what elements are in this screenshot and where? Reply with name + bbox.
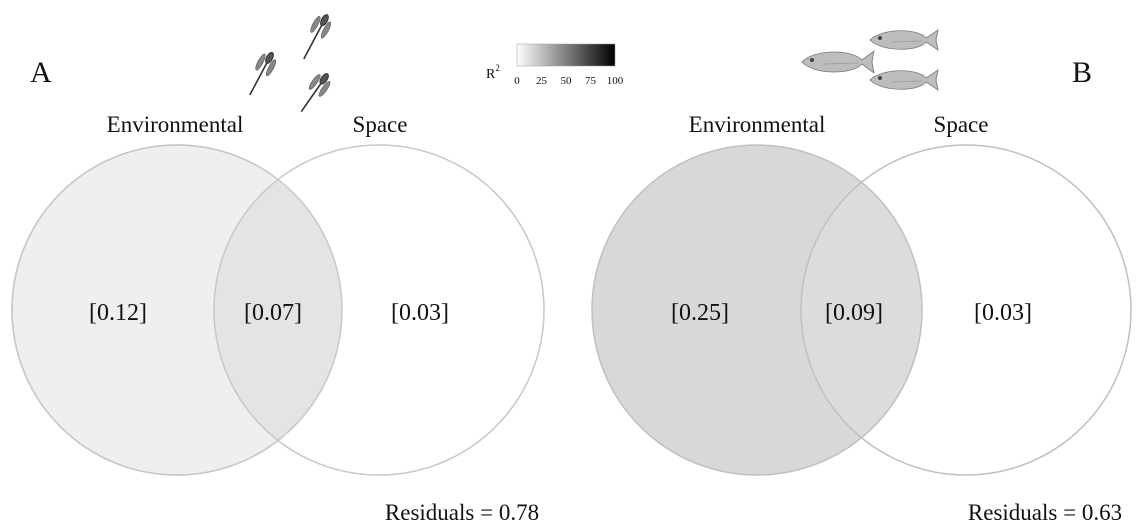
legend-tick-2: 50 <box>561 75 573 87</box>
panel-a-shared-value: [0.07] <box>244 300 302 326</box>
r2-legend: R2 0 25 50 75 100 <box>486 43 624 87</box>
panel-b-environmental-only-value: [0.25] <box>671 300 729 326</box>
panel-b-space-label: Space <box>934 112 989 137</box>
legend-tick-1: 25 <box>536 75 548 87</box>
panel-b: B Environmental Space [0.25] [0.09] [0.0… <box>591 29 1132 525</box>
panel-b-environmental-label: Environmental <box>689 112 826 137</box>
panel-b-letter: B <box>1072 56 1092 89</box>
panel-a-shared-region <box>214 145 342 475</box>
legend-tick-3: 75 <box>585 75 597 87</box>
panel-a-residuals: Residuals = 0.78 <box>385 500 539 525</box>
legend-tick-labels: 0 25 50 75 100 <box>514 75 624 87</box>
panel-a-space-label: Space <box>353 112 408 137</box>
panel-a-environmental-only-value: [0.12] <box>89 300 147 326</box>
legend-color-bar <box>516 43 616 67</box>
panel-b-shared-value: [0.09] <box>825 300 883 326</box>
panel-a-letter: A <box>30 56 52 89</box>
panel-a-environmental-label: Environmental <box>107 112 244 137</box>
damselfly-icon <box>249 14 332 113</box>
panel-a-space-outline <box>213 144 545 476</box>
panel-b-space-outline <box>800 144 1132 476</box>
panel-a: A Environmental Space [0.12] [0.07] [0.0… <box>11 14 545 525</box>
panel-a-environmental-outline <box>11 144 343 476</box>
legend-tick-4: 100 <box>607 75 624 87</box>
fish-icon <box>801 29 939 91</box>
legend-tick-0: 0 <box>514 75 520 87</box>
panel-a-space-only-value: [0.03] <box>391 300 449 326</box>
panel-b-space-only-value: [0.03] <box>974 300 1032 326</box>
panel-b-shared-region <box>801 145 922 475</box>
panel-b-environmental-outline <box>591 144 923 476</box>
legend-title: R2 <box>486 63 500 82</box>
panel-b-residuals: Residuals = 0.63 <box>968 500 1122 525</box>
